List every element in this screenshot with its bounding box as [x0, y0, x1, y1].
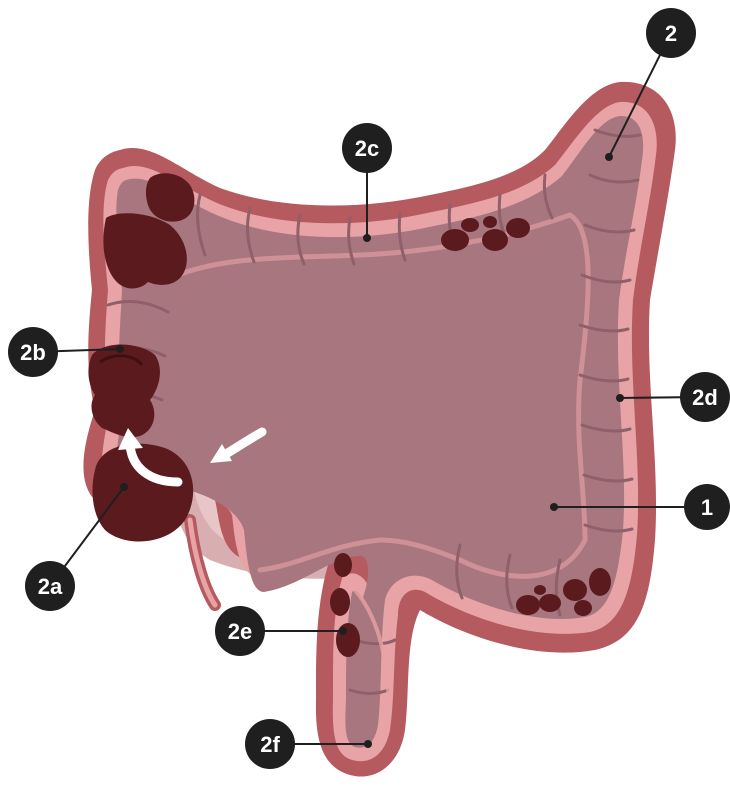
label-1-text: 1 — [701, 495, 713, 520]
cecum-stool-mass — [92, 444, 193, 542]
label-badge-2f: 2f — [245, 719, 295, 769]
label-2a-text: 2a — [38, 574, 63, 599]
label-badge-2d: 2d — [680, 372, 730, 422]
label-badge-2a: 2a — [25, 561, 75, 611]
label-2e-text: 2e — [228, 619, 252, 644]
label-2-text: 2 — [665, 21, 677, 46]
label-2d-text: 2d — [692, 385, 718, 410]
label-badge-1: 1 — [684, 484, 730, 530]
label-2c-text: 2c — [355, 136, 379, 161]
label-badge-2c: 2c — [342, 123, 392, 173]
ascending-stool-mass — [88, 344, 159, 437]
label-2b-text: 2b — [20, 340, 46, 365]
label-badge-2: 2 — [646, 8, 696, 58]
label-2f-text: 2f — [260, 732, 280, 757]
label-badge-2b: 2b — [8, 327, 58, 377]
label-badge-2e: 2e — [215, 606, 265, 656]
